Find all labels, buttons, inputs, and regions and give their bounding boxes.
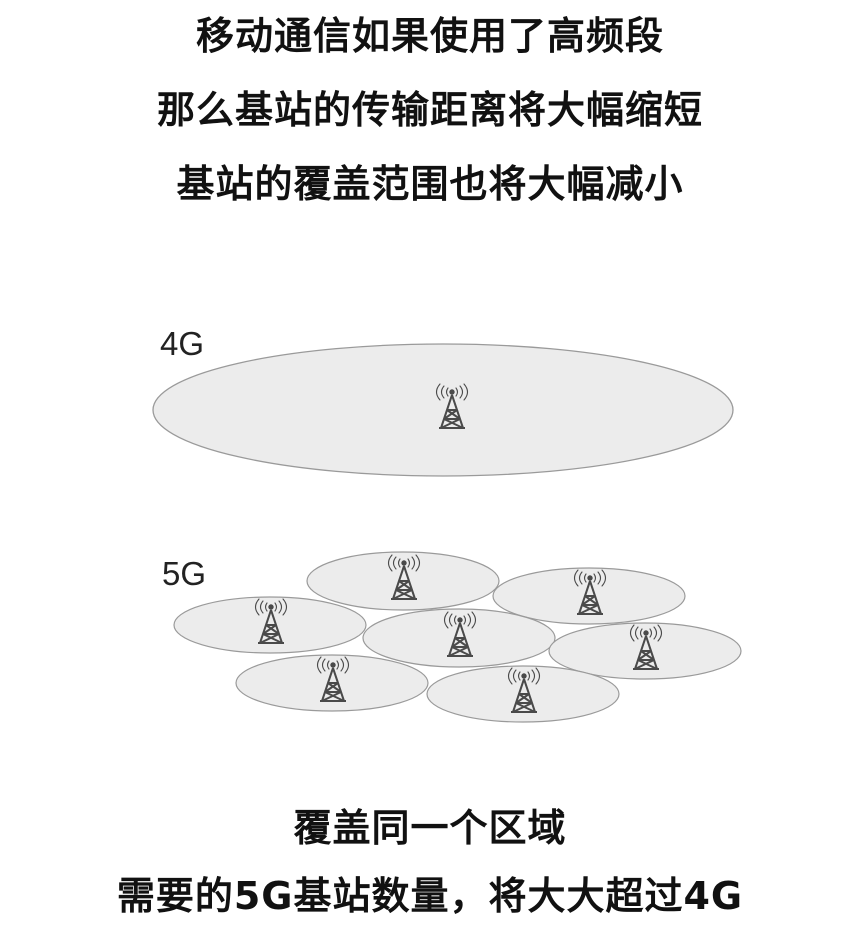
cell-5g [426,665,620,723]
footer-line-1: 覆盖同一个区域 [293,806,567,850]
cell-5g [362,608,556,668]
cell-5g [548,622,742,680]
headline-line-2: 那么基站的传输距离将大幅缩短 [156,88,703,132]
headline-line-1: 移动通信如果使用了高频段 [195,14,664,58]
cell-5g [306,551,500,611]
footer-line-2: 需要的5G基站数量，将大大超过4G [116,874,744,918]
cell-5g [173,596,367,654]
cell-4g [152,343,734,477]
cell-5g [492,567,686,625]
headline-line-3: 基站的覆盖范围也将大幅减小 [176,162,684,206]
label-4g: 4G [160,325,205,362]
label-5g: 5G [162,555,207,592]
cells-5g [173,551,742,723]
cell-5g [235,654,429,712]
